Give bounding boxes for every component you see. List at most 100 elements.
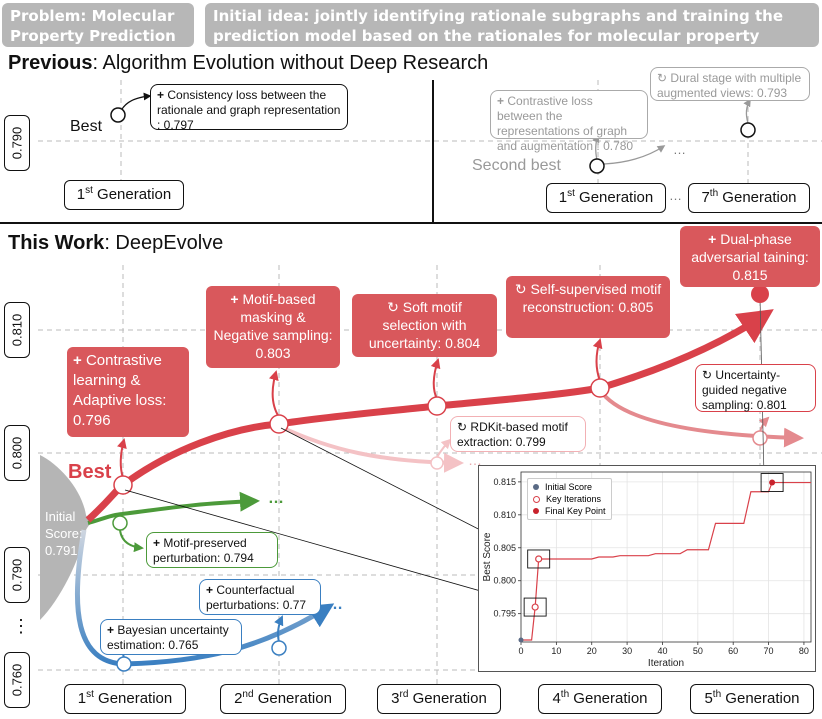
gen-1-sup: st <box>86 689 94 700</box>
thiswork-title-rest: : DeepEvolve <box>104 232 224 254</box>
rdkit-mark: ↻ <box>457 420 468 434</box>
previous-title-bold: Previous <box>8 52 93 74</box>
counterfactual-box: + Counterfactual perturbations: 0.77 <box>199 579 321 615</box>
red-node-2 <box>269 414 289 434</box>
prev-best-node <box>110 107 126 123</box>
inset-ytick-label: 0.815 <box>493 477 516 487</box>
red-box-1-text: Contrastive learning & Adaptive loss: 0.… <box>73 352 167 429</box>
green-branch-line <box>87 491 260 525</box>
red-box-5-text: Dual-phase adversarial taining: 0.815 <box>691 231 809 283</box>
prev-ytick-0790: 0.790 <box>4 115 30 171</box>
legend-final-icon <box>533 508 539 514</box>
red-box-2: + Motif-based masking & Negative samplin… <box>206 286 340 368</box>
inset-key-point <box>531 603 539 611</box>
ytick-vdots: ⋮ <box>12 616 30 636</box>
blue-ellipsis: … <box>327 596 343 613</box>
gen-box-2: 2nd Generation <box>220 684 346 714</box>
main-red-curve <box>85 309 774 523</box>
inset-legend: Initial Score Key Iterations Final Key P… <box>527 478 612 520</box>
pink-up-arrow <box>758 416 770 433</box>
lightpink-ellipsis: … <box>468 452 482 468</box>
red-box-1: + Contrastive learning & Adaptive loss: … <box>67 347 189 437</box>
inset-key-point <box>535 555 543 563</box>
inset-xtick-label: 60 <box>728 646 738 656</box>
gen-box-4: 4th Generation <box>538 684 662 714</box>
bayesian-box-text: Bayesian uncertainty estimation: 0.765 <box>107 623 229 652</box>
bayesian-box: + Bayesian uncertainty estimation: 0.765 <box>100 619 242 655</box>
prev-gen-first-sup: st <box>567 188 575 199</box>
inset-xtick-label: 50 <box>693 646 703 656</box>
counterfactual-box-text: Counterfactual perturbations: 0.77 <box>206 583 307 612</box>
prev-best-arrow <box>119 92 152 114</box>
red-box-3: ↻ Soft motif selection with uncertainty:… <box>352 294 497 357</box>
final-red-node <box>751 285 769 303</box>
prev-ytick-label: 0.790 <box>9 126 25 160</box>
gen-4-sup: th <box>560 689 570 700</box>
problem-pill: Problem: Molecular Property Prediction <box>2 3 194 47</box>
initial-score-shape <box>40 455 93 620</box>
inset-final-highlight <box>760 473 784 492</box>
legend-final-label: Final Key Point <box>545 506 606 516</box>
red-up-arrow-4 <box>592 338 603 382</box>
prev-gen-1: 1st Generation <box>64 180 184 210</box>
bayesian-plus: + <box>107 623 115 637</box>
red-node-1 <box>113 475 133 495</box>
prev-dual-arrow <box>743 98 751 124</box>
prev-best-box: + Consistency loss between the rationale… <box>150 84 348 132</box>
ytick-0800: 0.800 <box>4 425 30 481</box>
prev-gen-first: 1st Generation <box>546 183 666 213</box>
green-node <box>112 515 128 531</box>
ytick-0790: 0.790 <box>4 547 30 603</box>
red-box-4: ↻ Self-supervised motif reconstruction: … <box>506 276 670 338</box>
prev-dual-box-text: Dural stage with multiple augmented view… <box>657 71 802 100</box>
uncertainty-box: ↻ Uncertainty-guided negative sampling: … <box>695 364 816 412</box>
inset-ylabel: Best Score <box>482 532 493 581</box>
gen-3-sup: rd <box>399 689 409 700</box>
inset-xlabel: Iteration <box>648 658 684 669</box>
previous-title: Previous: Algorithm Evolution without De… <box>8 52 488 75</box>
rdkit-box-text: RDKit-based motif extraction: 0.799 <box>457 420 568 449</box>
inset-xtick-label: 80 <box>799 646 809 656</box>
inset-initial-point <box>518 637 524 643</box>
red-box-4-text: Self-supervised motif reconstruction: 0.… <box>522 281 662 315</box>
inset-ytick-label: 0.805 <box>493 543 516 553</box>
legend-initial-icon <box>533 484 539 490</box>
red-box-2-text: Motif-based masking & Negative sampling:… <box>213 291 333 361</box>
red-box-4-mark: ↻ <box>514 281 527 297</box>
inset-xtick-label: 30 <box>622 646 632 656</box>
uncertainty-mark: ↻ <box>702 368 713 382</box>
inset-key-highlight <box>527 549 551 569</box>
prev-best-label: Best <box>70 118 103 135</box>
prev-gen-1-sup: st <box>85 185 93 196</box>
lightpink-up-arrow <box>436 438 452 458</box>
prev-second-plus: + <box>497 94 505 108</box>
gen-box-1: 1st Generation <box>64 684 186 714</box>
motif-perturb-box-text: Motif-preserved perturbation: 0.794 <box>153 536 254 565</box>
prev-second-label: Second best <box>472 157 561 174</box>
thiswork-best-label: Best <box>68 461 112 483</box>
inset-key-highlight <box>523 597 547 617</box>
ytick-0760-label: 0.760 <box>9 663 25 697</box>
pink-node <box>752 430 768 446</box>
prev-second-box: + Contrastive loss between the represent… <box>490 90 648 153</box>
initial-score-label: Initial Score: 0.791 <box>45 509 83 558</box>
motif-perturb-box: + Motif-preserved perturbation: 0.794 <box>146 532 278 568</box>
green-ellipsis: … <box>268 490 284 507</box>
prev-second-node <box>589 158 605 174</box>
lightpink-branch-line <box>278 424 464 473</box>
legend-key-icon <box>533 495 540 503</box>
blue-node-2 <box>271 640 287 656</box>
gen-box-3: 3rd Generation <box>377 684 501 714</box>
prev-dual-mark: ↻ <box>657 71 668 85</box>
blue-node-1 <box>116 656 132 672</box>
ytick-0810-label: 0.810 <box>9 313 25 347</box>
rdkit-box: ↻ RDKit-based motif extraction: 0.799 <box>450 416 586 452</box>
prev-gen-7: 7th Generation <box>688 183 810 213</box>
ytick-0800-label: 0.800 <box>9 436 25 470</box>
prev-second-right-arrow <box>603 145 666 165</box>
inset-ytick-label: 0.810 <box>493 510 516 520</box>
inset-xtick-label: 40 <box>657 646 667 656</box>
green-down-arrow <box>119 529 144 553</box>
